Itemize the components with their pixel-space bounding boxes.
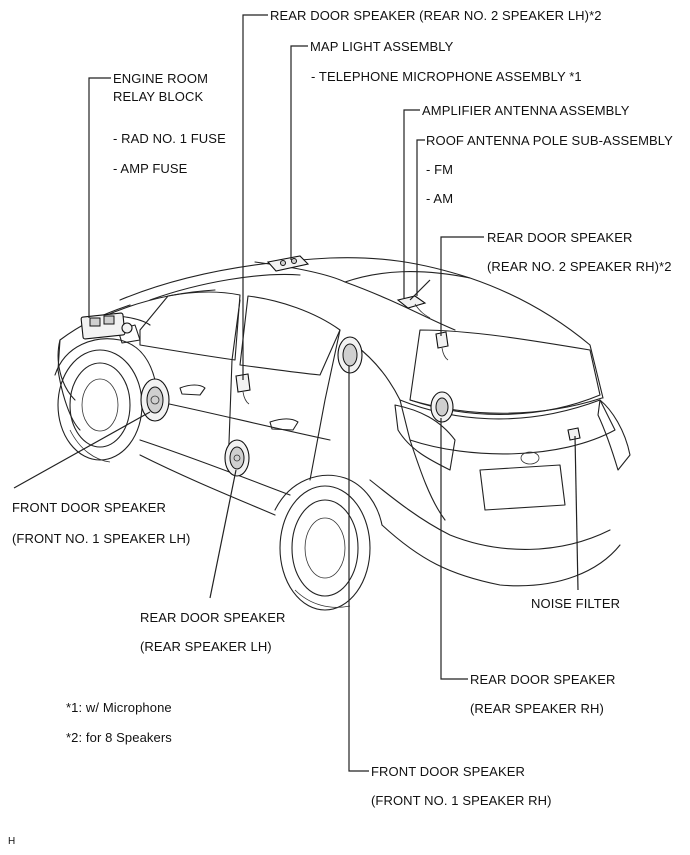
car-body [54,257,631,611]
note-microphone: *1: w/ Microphone [66,700,172,715]
label-rear-door-speaker-rear-no2-lh: REAR DOOR SPEAKER (REAR NO. 2 SPEAKER LH… [270,8,602,23]
label-telephone-microphone-assembly: - TELEPHONE MICROPHONE ASSEMBLY *1 [311,69,582,84]
label-front-door-speaker-lh-line1: FRONT DOOR SPEAKER [12,500,166,515]
engine-room-relay-block-part [80,312,133,340]
rear-no2-speaker-lh-part [235,373,251,405]
label-front-door-speaker-rh-line2: (FRONT NO. 1 SPEAKER RH) [371,793,552,808]
label-amp-fuse: - AMP FUSE [113,161,188,176]
front-door-speaker-rh-part [337,336,363,374]
label-engine-room-line1: ENGINE ROOM [113,71,208,86]
noise-filter-part [567,427,581,441]
label-map-light-assembly: MAP LIGHT ASSEMBLY [310,39,454,54]
rear-door-speaker-rh-part [430,391,454,423]
label-front-door-speaker-rh-line1: FRONT DOOR SPEAKER [371,764,525,779]
label-am: - AM [426,191,454,206]
label-front-door-speaker-lh-line2: (FRONT NO. 1 SPEAKER LH) [12,531,191,546]
front-door-speaker-lh-part [140,378,170,422]
label-rear-door-speaker-rh-2-line2: (REAR NO. 2 SPEAKER RH)*2 [487,259,672,274]
roof-antenna-part [396,279,431,319]
label-roof-antenna-pole: ROOF ANTENNA POLE SUB-ASSEMBLY [426,133,673,148]
label-rear-door-speaker-rh-2-line1: REAR DOOR SPEAKER [487,230,633,245]
components [80,255,581,477]
note-8-speakers: *2: for 8 Speakers [66,730,172,745]
label-amplifier-antenna-assembly: AMPLIFIER ANTENNA ASSEMBLY [422,103,630,118]
rear-door-speaker-lh-part [224,439,250,477]
label-rad-no1-fuse: - RAD NO. 1 FUSE [113,131,226,146]
leader-lines [13,14,579,772]
label-rear-door-speaker-lh-line2: (REAR SPEAKER LH) [140,639,272,654]
label-rear-door-speaker-rh-line2: (REAR SPEAKER RH) [470,701,604,716]
label-fm: - FM [426,162,454,177]
rear-no2-speaker-rh-part [435,331,449,361]
figure-code: H [8,836,16,847]
map-light-part [266,255,310,272]
label-rear-door-speaker-rh-line1: REAR DOOR SPEAKER [470,672,616,687]
label-noise-filter: NOISE FILTER [531,596,621,611]
label-rear-door-speaker-lh-line1: REAR DOOR SPEAKER [140,610,286,625]
label-engine-room-line2: RELAY BLOCK [113,89,204,104]
